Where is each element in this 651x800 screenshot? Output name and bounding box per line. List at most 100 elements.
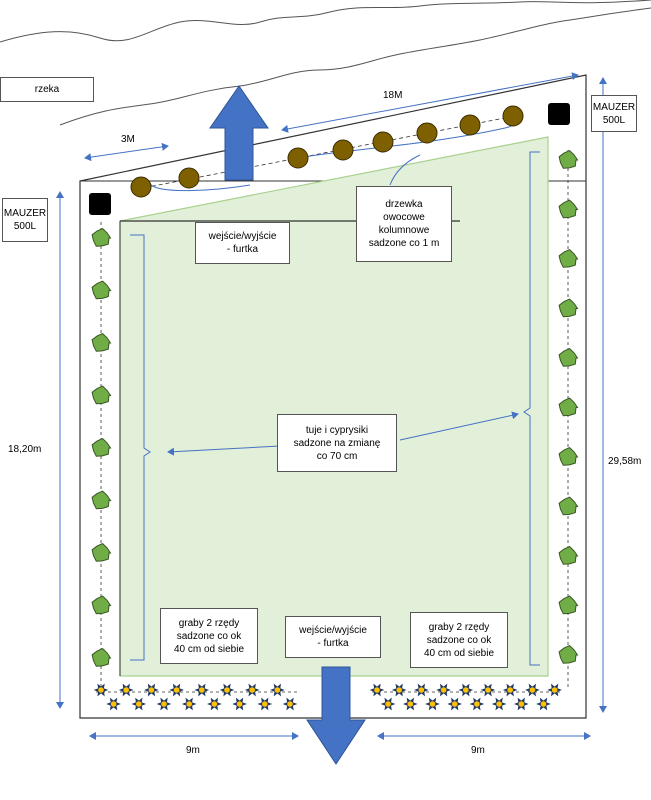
water-tank-left bbox=[89, 193, 111, 215]
hornbeam-icon bbox=[106, 697, 121, 711]
fruit-tree-icon bbox=[502, 105, 524, 127]
hornbeam-right-label: graby 2 rzędy sadzone co ok 40 cm od sie… bbox=[423, 621, 495, 659]
thuja-icon bbox=[558, 348, 579, 367]
hornbeam-icon bbox=[207, 697, 222, 711]
hornbeam-icon bbox=[380, 697, 396, 711]
thuja-icon bbox=[91, 490, 112, 510]
fruit-tree-pointer bbox=[389, 154, 421, 186]
hornbeam-icon bbox=[458, 683, 474, 697]
hornbeam-icon bbox=[194, 683, 210, 697]
thuja-icon bbox=[558, 546, 579, 565]
hornbeam-icon bbox=[391, 683, 407, 697]
hornbeam-icon bbox=[232, 697, 247, 711]
hornbeam-icon bbox=[270, 683, 285, 697]
hornbeam-icon bbox=[257, 697, 273, 711]
tank-left-label: MAUZER 500L bbox=[3, 208, 47, 232]
hornbeam-left-label: graby 2 rzędy sadzone co ok 40 cm od sie… bbox=[173, 617, 245, 655]
thuja-icon bbox=[91, 280, 112, 300]
hornbeam-icon bbox=[118, 683, 134, 697]
thuja-icon bbox=[91, 333, 112, 352]
fruit-tree-icon bbox=[178, 167, 200, 189]
hornbeam-icon bbox=[536, 697, 551, 711]
fruit-tree-icon bbox=[332, 139, 354, 161]
hornbeam-right-label-box: graby 2 rzędy sadzone co ok 40 cm od sie… bbox=[410, 612, 508, 668]
thuja-icon bbox=[558, 199, 579, 219]
hornbeam-icon bbox=[369, 683, 385, 697]
water-tank-right bbox=[548, 103, 570, 125]
thuja-icon bbox=[558, 645, 579, 664]
gate-top-label: wejście/wyjście - furtka bbox=[208, 231, 277, 255]
hornbeam-icon bbox=[131, 697, 147, 711]
fruit-tree-icon bbox=[130, 176, 152, 198]
thuja-icon bbox=[558, 447, 579, 466]
dim-bottom-right: 9m bbox=[471, 745, 485, 756]
entrance-arrow-top bbox=[209, 85, 269, 181]
fruit-tree-icon bbox=[287, 147, 309, 169]
hornbeam-icon bbox=[156, 697, 172, 711]
right-brace bbox=[523, 151, 540, 666]
thuja-icon bbox=[558, 496, 579, 516]
thuja-icon bbox=[558, 595, 579, 615]
dim-line-top-right bbox=[281, 72, 579, 133]
fruit-tree-icon bbox=[416, 122, 438, 144]
thujas-label: tuje i cyprysiki sadzone na zmianę co 70… bbox=[293, 424, 381, 462]
hornbeam-icon bbox=[402, 697, 418, 711]
thuja-icon bbox=[91, 543, 112, 562]
hornbeam-icon bbox=[169, 683, 184, 697]
gate-bottom-label: wejście/wyjście - furtka bbox=[299, 625, 367, 649]
hornbeam-group bbox=[93, 683, 562, 711]
fruit-tree-brace bbox=[149, 183, 251, 192]
thujas-label-box: tuje i cyprysiki sadzone na zmianę co 70… bbox=[277, 414, 397, 472]
thuja-icon bbox=[558, 397, 579, 417]
fruit-tree-icon bbox=[372, 131, 394, 153]
hornbeam-icon bbox=[244, 683, 260, 697]
tank-right-label: MAUZER 500L bbox=[592, 101, 636, 126]
hornbeam-icon bbox=[502, 683, 518, 697]
dim-right-side: 29,58m bbox=[608, 456, 642, 467]
fruit-tree-group bbox=[130, 105, 524, 198]
dim-bottom-left: 9m bbox=[186, 745, 200, 756]
entrance-arrow-bottom bbox=[306, 666, 366, 765]
river-label-box: rzeka bbox=[0, 77, 94, 102]
dim-left-side: 18,20m bbox=[8, 444, 42, 455]
hornbeam-icon bbox=[480, 683, 496, 697]
hornbeam-icon bbox=[513, 697, 529, 711]
hornbeam-icon bbox=[93, 683, 109, 697]
tank-right-label-box: MAUZER 500L bbox=[591, 95, 637, 132]
hornbeam-icon bbox=[181, 697, 197, 711]
thuja-icon bbox=[558, 150, 579, 169]
dim-top-left: 3M bbox=[121, 134, 135, 145]
hornbeam-icon bbox=[447, 697, 463, 711]
thuja-pointer-left bbox=[167, 445, 281, 456]
hornbeam-icon bbox=[491, 697, 507, 711]
fruit-trees-label: drzewka owocowe kolumnowe sadzone co 1 m bbox=[368, 199, 440, 249]
thuja-pointer-right bbox=[399, 411, 519, 441]
fruit-trees-label-box: drzewka owocowe kolumnowe sadzone co 1 m bbox=[356, 186, 452, 262]
thuja-icon bbox=[91, 595, 112, 615]
river-label: rzeka bbox=[34, 84, 60, 95]
fruit-tree-row bbox=[137, 115, 516, 190]
river-line bbox=[59, 7, 651, 126]
hornbeam-icon bbox=[282, 697, 298, 711]
thuja-icon bbox=[91, 385, 112, 405]
hornbeam-icon bbox=[436, 683, 451, 697]
river-line bbox=[0, 0, 651, 43]
hornbeam-icon bbox=[219, 683, 235, 697]
thuja-icon bbox=[558, 298, 579, 318]
hornbeam-left-label-box: graby 2 rzędy sadzone co ok 40 cm od sie… bbox=[160, 608, 258, 664]
thuja-icon bbox=[91, 648, 112, 667]
hornbeam-icon bbox=[469, 697, 485, 711]
thuja-icon bbox=[558, 249, 579, 268]
hornbeam-icon bbox=[525, 683, 540, 697]
thuja-icon bbox=[91, 438, 112, 457]
hornbeam-icon bbox=[547, 683, 562, 697]
thuja-icon bbox=[91, 228, 112, 247]
gate-top-label-box: wejście/wyjście - furtka bbox=[195, 222, 290, 264]
dim-top-right: 18M bbox=[383, 90, 403, 101]
gate-bottom-label-box: wejście/wyjście - furtka bbox=[285, 616, 381, 658]
hornbeam-icon bbox=[144, 683, 159, 697]
lawn-area bbox=[119, 136, 549, 677]
dim-line-top-left bbox=[84, 142, 169, 162]
thuja-group bbox=[91, 150, 579, 667]
